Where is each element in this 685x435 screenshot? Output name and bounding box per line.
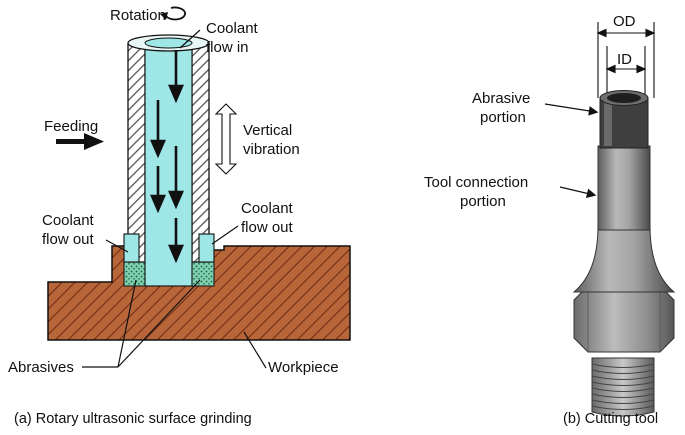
abrasives-label: Abrasives [8, 359, 74, 376]
od-dimension [596, 22, 656, 98]
id-dimension [605, 46, 647, 98]
workpiece-label: Workpiece [268, 359, 339, 376]
feed-arrow-icon [56, 133, 104, 150]
od-label: OD [613, 13, 636, 30]
workpiece-pointer [243, 331, 267, 369]
coolant-out-left-label-1: Coolant [42, 212, 95, 229]
coolant-out-left-pointer [105, 239, 129, 253]
caption-left: (a) Rotary ultrasonic surface grinding [14, 411, 252, 427]
coolant-channel [144, 43, 193, 287]
id-label: ID [617, 51, 632, 68]
coolant-in-label-2: flow in [206, 39, 249, 56]
coolant-out-right-pointer [211, 225, 239, 245]
abrasives-pointers [82, 279, 201, 368]
vibration-label-1: Vertical [243, 122, 292, 139]
abrasive-portion-label-1: Abrasive [472, 90, 530, 107]
abrasive-portion-pointer [544, 103, 599, 116]
double-arrow-icon [214, 103, 238, 175]
coolant-flow-arrows [150, 50, 184, 264]
caption-right: (b) Cutting tool [563, 411, 658, 427]
connection-portion-pointer [559, 186, 597, 199]
coolant-out-right-label-1: Coolant [241, 200, 294, 217]
cutting-tool [572, 90, 676, 417]
coolant-out-left-label-2: flow out [42, 231, 95, 248]
coolant-in-label-1: Coolant [206, 20, 259, 37]
coolant-in-pointer [179, 29, 201, 49]
vibration-label-2: vibration [243, 141, 300, 158]
feeding-label: Feeding [44, 118, 98, 135]
rotation-label: Rotation [110, 7, 166, 24]
coolant-out-right-label-2: flow out [241, 219, 294, 236]
connection-portion-label-2: portion [460, 193, 506, 210]
rotation-arrow-icon [160, 6, 186, 21]
connection-portion-label-1: Tool connection [424, 174, 528, 191]
tool-tube [123, 34, 215, 287]
abrasive-portion-label-2: portion [480, 109, 526, 126]
